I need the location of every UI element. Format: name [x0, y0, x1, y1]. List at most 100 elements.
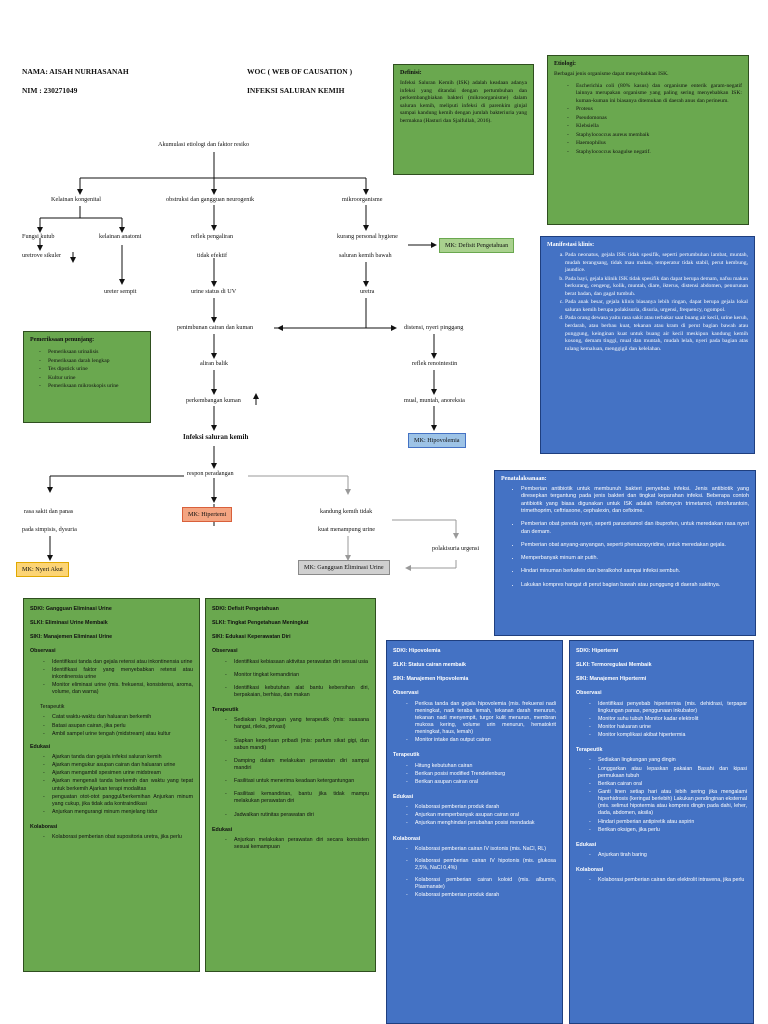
observasi-list: Periksa tanda dan gejala hipovolemia (mi… [393, 701, 556, 745]
node-distensi: distensi, nyeri pinggang [404, 324, 464, 331]
terapeutik-list: Catat waktu-waktu dan haluaran berkemih … [30, 714, 193, 738]
list-item: Anjurkan memperbanyak asupan cairan oral [406, 812, 556, 819]
edukasi-heading: Edukasi [393, 793, 414, 800]
list-item: Kolaborasi pemberian produk darah [406, 804, 556, 811]
etiologi-intro: Berbagai jenis organisme dapat menyebabk… [554, 71, 669, 78]
list-item: Jadwalkan rutinitas perawatan diri [225, 812, 369, 819]
list-item: Identifikasi faktor yang menyebabkan ret… [43, 667, 193, 681]
list-item: Ambil sampel urine tengah (midstream) at… [43, 731, 193, 738]
pemeriksaan-list: Pemeriksaan urinalisis Pemeriksaan darah… [30, 349, 144, 391]
list-item: Proteus [567, 106, 742, 114]
list-item: Sediakan lingkungan yang dingin [589, 757, 747, 764]
node-ureterovesikuler: uretrove sikuler [22, 252, 62, 259]
list-item: Memperbanyak minum air putih. [521, 555, 749, 562]
list-item: Tes dipstick urine [39, 366, 144, 374]
page-title: WOC ( WEB OF CAUSATION ) [247, 67, 353, 76]
node-kelainan-kongenital: Kelainan kongenital [51, 196, 101, 203]
node-tidak-efektif: tidak efektif [197, 252, 228, 259]
mk-nyeri-akut: MK: Nyeri Akut [16, 562, 69, 577]
list-item: Ajarkan mengukur asupan cairan dan halua… [43, 762, 193, 769]
list-item: Pada bayi, gejala klinik ISK tidak spesi… [565, 276, 748, 299]
list-item: Sediakan lingkungan yang terapeutik (mis… [225, 717, 369, 731]
node-perkembangan-kuman: perkembangan kuman [186, 397, 241, 404]
list-item: Ganti linen setiap hari atau lebih serin… [589, 789, 747, 818]
node-kelainan-anatomi: kelainan anatomi [99, 233, 142, 240]
edukasi-heading: Edukasi [212, 826, 233, 833]
node-uretra: uretra [360, 288, 375, 295]
node-fungsi-kutub: Fungsi kutub [22, 233, 55, 240]
list-item: Identifikasi kebiasaan aktivitas perawat… [225, 659, 369, 666]
kolaborasi-list: Kolaborasi pemberian cairan dan elektrol… [576, 877, 747, 884]
terapeutik-heading: Terapeutik [393, 752, 420, 759]
edukasi-heading: Edukasi [576, 841, 597, 848]
mk-hipovolemia: MK: Hipovolemia [408, 433, 466, 448]
node-kandung-kemih: kandung kemih tidak [320, 508, 373, 515]
list-item: Ajarkan mengambil spesimen urine midstre… [43, 770, 193, 777]
siki-label: SIKI: Manajemen Hipovolemia [393, 676, 469, 683]
terapeutik-list: Sediakan lingkungan yang terapeutik (mis… [212, 717, 369, 819]
kolaborasi-heading: Kolaborasi [393, 835, 421, 842]
etiologi-list: Escherichia coli (80% kasus) dan organis… [554, 83, 742, 157]
mk-gangguan-eliminasi: MK: Gangguan Eliminasi Urine [298, 560, 390, 575]
node-kurang-hygiene: kurang personal hygiene [337, 233, 398, 240]
list-item: Pemeriksaan darah lengkap [39, 358, 144, 366]
edukasi-list: Anjurkan melakukan perawatan diri secara… [212, 837, 369, 851]
list-item: Monitor eliminasi urine (mis. frekuensi,… [43, 682, 193, 696]
definisi-text: Infeksi Saluran Kemih (ISK) adalah keada… [400, 80, 527, 124]
student-nim: NIM : 230271049 [22, 86, 78, 95]
observasi-heading: Observasi [393, 690, 419, 697]
terapeutik-list: Hitung kebutuhan cairan Berikan posisi m… [393, 763, 556, 787]
list-item: Escherichia coli (80% kasus) dan organis… [567, 83, 742, 106]
slki-label: SLKI: Termoregulasi Membaik [576, 662, 652, 669]
edukasi-list: Ajarkan tanda dan gejala infeksi saluran… [30, 754, 193, 816]
node-akumulasi: Akumulasi etiologi dan faktor resiko [158, 141, 250, 148]
node-infeksi: Infeksi saluran kemih [183, 433, 249, 441]
list-item: Ajarkan mengenali tanda berkemih dan wak… [43, 778, 193, 792]
list-item: Berikan oksigen, jika perlu [589, 827, 747, 834]
node-penimbunan: penimbunan cairan dan kuman [177, 324, 254, 331]
page-subtitle: INFEKSI SALURAN KEMIH [247, 86, 345, 95]
edukasi-heading: Edukasi [30, 743, 51, 750]
list-item: Haemophilus [567, 140, 742, 148]
list-item: Berikan posisi modified Trendelenburg [406, 771, 556, 778]
siki-label: SIKI: Edukasi Keperawatan Diri [212, 634, 291, 641]
observasi-heading: Observasi [576, 690, 602, 697]
kolaborasi-heading: Kolaborasi [30, 824, 58, 831]
kolaborasi-list: Kolaborasi pemberian cairan IV isotonis … [393, 846, 556, 900]
sdki-label: SDKI: Hipertermi [576, 648, 619, 654]
list-item: Fasilitasi kemandirian, bantu jika tidak… [225, 791, 369, 805]
list-item: Anjurkan tirah baring [589, 852, 747, 859]
kolaborasi-list: Kolaborasi pemberian obat supositoria ur… [30, 834, 193, 841]
list-item: Pada orang dewasa yaitu rasa sakit atau … [565, 315, 748, 353]
list-item: Pemberian antibiotik untuk membunuh bakt… [521, 486, 749, 515]
sdki-label: SDKI: Defisit Pengetahuan [212, 606, 279, 612]
list-item: Ajarkan tanda dan gejala infeksi saluran… [43, 754, 193, 761]
list-item: Berikan cairan oral [589, 781, 747, 788]
list-item: Identifikasi kebutuhan alat bantu kebers… [225, 685, 369, 699]
list-item: Monitor haluaran urine [589, 724, 747, 731]
sdki-eliminasi-box: SDKI: Gangguan Eliminasi Urine SLKI: Eli… [23, 598, 200, 972]
node-saluran-kemih-bawah: saluran kemih bawah [339, 252, 392, 259]
list-item: Kolaborasi pemberian cairan dan elektrol… [589, 877, 747, 884]
observasi-list: Identifikasi penyebab hipertermia (mis. … [576, 701, 747, 740]
list-item: Damping dalam melakukan perawatan diri s… [225, 758, 369, 772]
node-polakisuria: polakisuria urgensi [432, 545, 480, 552]
list-item: Monitor komplikasi akibat hipertermia [589, 732, 747, 739]
penatalaksanaan-title: Penatalaksanaan: [501, 476, 547, 482]
terapeutik-heading: Terapeutik [576, 747, 603, 754]
node-ureter-sempit: ureter sempit [104, 288, 137, 295]
node-mikroorganisme: mikroorganisme [342, 196, 383, 203]
sdki-hipovolemia-box: SDKI: Hipovolemia SLKI: Status cairan me… [386, 640, 563, 1024]
manifestasi-list: Pada neonatus, gejala ISK tidak spesifik… [547, 252, 748, 353]
list-item: Pemberian obat pereda nyeri, seperti par… [521, 521, 749, 536]
list-item: Pseudomonas [567, 115, 742, 123]
node-pada-simpisis: pada simpisis, dysuria [22, 526, 77, 533]
observasi-heading: Observasi [30, 648, 56, 655]
list-item: Staphylococcus koagulse negatif. [567, 149, 742, 157]
siki-label: SIKI: Manajemen Hipertermi [576, 676, 647, 683]
node-kuat-menampung: kuat menampung urine [318, 526, 376, 533]
list-item: Kolaborasi pemberian cairan IV isotonis … [406, 846, 556, 853]
student-name: NAMA: AISAH NURHASANAH [22, 67, 129, 76]
list-item: Kolaborasi pemberian produk darah [406, 892, 556, 899]
